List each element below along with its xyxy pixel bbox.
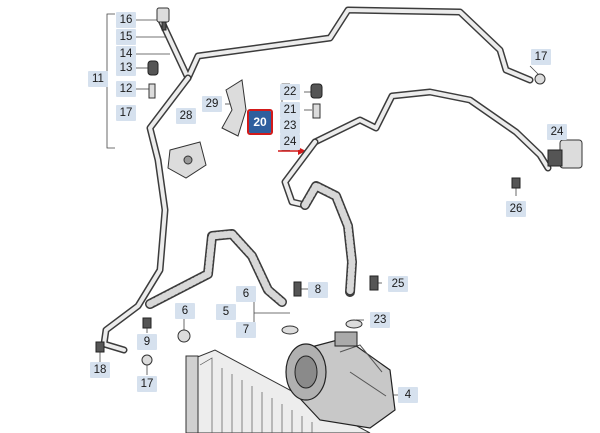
callout-17-left[interactable]: 17 xyxy=(116,105,136,121)
seal-7 xyxy=(281,325,299,335)
seal-23 xyxy=(345,319,363,329)
callout-17-right[interactable]: 17 xyxy=(531,49,551,65)
bolt-9 xyxy=(142,317,152,329)
bolt-8 xyxy=(293,281,302,297)
callout-15[interactable]: 15 xyxy=(116,29,136,45)
callout-5[interactable]: 5 xyxy=(216,304,236,320)
callout-24-right[interactable]: 24 xyxy=(547,124,567,140)
callout-7[interactable]: 7 xyxy=(236,322,256,338)
valve-top xyxy=(156,7,170,31)
callout-22[interactable]: 22 xyxy=(280,84,300,100)
callout-14[interactable]: 14 xyxy=(116,46,136,62)
callout-4[interactable]: 4 xyxy=(398,387,418,403)
callout-20-highlighted[interactable]: 20 xyxy=(247,109,273,135)
sensor-24 xyxy=(547,139,583,169)
clip-28 xyxy=(167,141,207,179)
callout-18[interactable]: 18 xyxy=(90,362,110,378)
callout-23-bottom[interactable]: 23 xyxy=(370,312,390,328)
bolt-26 xyxy=(511,177,521,189)
valve-21 xyxy=(312,103,321,119)
bolt-18 xyxy=(95,341,105,353)
bracket-29 xyxy=(221,79,247,137)
valve-12 xyxy=(148,83,156,99)
leader-lines xyxy=(99,19,569,396)
callout-6-lower[interactable]: 6 xyxy=(175,303,195,319)
callout-16[interactable]: 16 xyxy=(116,12,136,28)
callout-17-bottom[interactable]: 17 xyxy=(137,376,157,392)
cap-22 xyxy=(310,83,323,99)
callout-29[interactable]: 29 xyxy=(202,96,222,112)
callout-9[interactable]: 9 xyxy=(137,334,157,350)
callout-13[interactable]: 13 xyxy=(116,60,136,76)
union-6 xyxy=(177,329,191,343)
suction-hoses xyxy=(145,181,357,309)
cap-13 xyxy=(147,60,159,76)
callout-8[interactable]: 8 xyxy=(308,282,328,298)
callout-25[interactable]: 25 xyxy=(388,276,408,292)
callout-26[interactable]: 26 xyxy=(506,201,526,217)
high-pressure-pipe xyxy=(100,6,552,354)
callout-28[interactable]: 28 xyxy=(176,108,196,124)
ac-compressor xyxy=(285,331,396,429)
callout-21[interactable]: 21 xyxy=(280,102,300,118)
callout-24-top[interactable]: 24 xyxy=(280,134,300,150)
callout-12[interactable]: 12 xyxy=(116,81,136,97)
callout-23-top[interactable]: 23 xyxy=(280,118,300,134)
callout-6-upper[interactable]: 6 xyxy=(236,286,256,302)
callout-11[interactable]: 11 xyxy=(88,71,108,87)
seal-17-top xyxy=(534,73,546,85)
bolt-25 xyxy=(369,275,379,291)
seal-17-bottom xyxy=(141,354,153,366)
